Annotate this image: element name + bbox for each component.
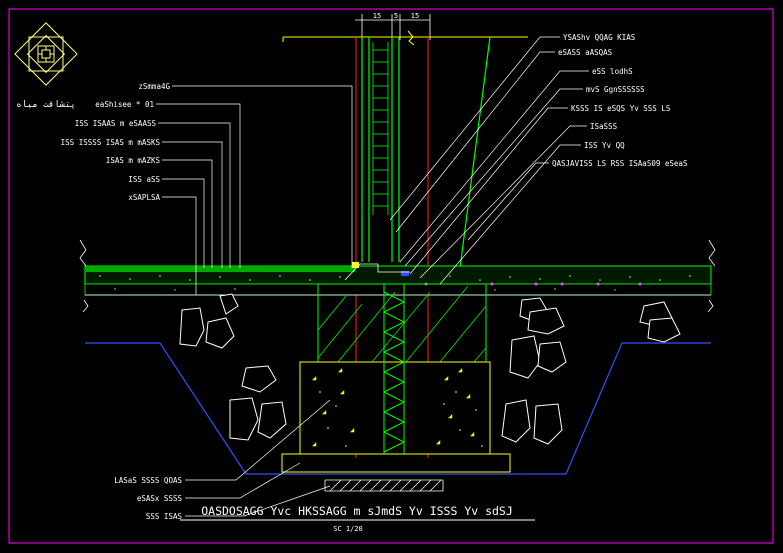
right-label-7: ISS Yv QQ [584, 141, 625, 150]
dimension-value-2: 5 [394, 12, 398, 20]
blinding-layer [281, 453, 511, 473]
footing-speckle [319, 391, 483, 447]
wall-top-break-line [283, 30, 528, 46]
slab-pink-marks [424, 282, 642, 286]
excavation-outline [85, 342, 711, 475]
svg-text:◢: ◢ [466, 392, 471, 400]
bottom-label-2: eSASx SSSS [137, 494, 183, 503]
right-label-2: eSASS aASQAS [558, 48, 613, 57]
drawing-title: OASDOSAGG Yvc HKSSAGG m sJmdS Yv ISSS Yv… [201, 504, 513, 518]
foundation-hatch [317, 285, 487, 363]
svg-text:◢: ◢ [322, 408, 327, 416]
left-label-6: ISS aSS [128, 175, 160, 184]
right-label-1: YSAShv QQAG KIAS [563, 33, 636, 42]
left-label-3: ISS ISAAS m eSAASS [75, 119, 157, 128]
waterstop-yellow [352, 262, 359, 268]
footing [299, 361, 491, 455]
bottom-leader-lines [185, 399, 331, 517]
left-label-1: zSmma4G [138, 82, 170, 91]
logo-caption: پتشاقت میاه [16, 100, 76, 110]
gravel-hatch [324, 479, 444, 492]
bottom-label-3: SSS ISAS [146, 512, 183, 521]
right-annotations: YSAShv QQAG KIAS eSASS aASQAS eSS lodhS … [552, 33, 688, 168]
left-label-2: eaShisee * 01 [95, 100, 154, 109]
stones-right [501, 297, 681, 445]
drawing-scale: SC 1/20 [333, 525, 363, 533]
left-label-7: xSAPLSA [128, 193, 160, 202]
dimension-value-3: 15 [411, 12, 419, 20]
svg-text:◢: ◢ [312, 440, 317, 448]
svg-text:◢: ◢ [436, 438, 441, 446]
slab-speckle [99, 275, 691, 291]
right-label-5: KSSS IS eSQS Yv SSS LS [571, 104, 671, 113]
svg-text:◢: ◢ [444, 374, 449, 382]
right-label-3: eSS lodhS [592, 67, 633, 76]
svg-text:◢: ◢ [458, 366, 463, 374]
svg-text:◢: ◢ [470, 430, 475, 438]
bottom-label-1: LASaS SSSS QOAS [114, 476, 182, 485]
footing-concrete-pattern: ◢ ◢ ◢ ◢ ◢ ◢ ◢ ◢ ◢ ◢ ◢ ◢ [312, 366, 475, 448]
reinforcement-cage [382, 284, 406, 454]
left-label-4: ISS ISSSS ISAS m mASKS [61, 138, 161, 147]
svg-text:◢: ◢ [340, 388, 345, 396]
stones-left [179, 293, 287, 441]
left-annotations: zSmma4G eaShisee * 01 ISS ISAAS m eSAASS… [61, 82, 171, 202]
drawing-border [8, 8, 774, 544]
right-leader-lines [389, 36, 589, 285]
right-label-6: ISaSSS [590, 122, 618, 131]
left-leader-lines [156, 85, 353, 295]
ground-slab [84, 265, 712, 296]
slab-break-marks [79, 239, 716, 313]
bottom-annotations: LASaS SSSS QOAS eSASx SSSS SSS ISAS [114, 476, 182, 521]
top-dimension-chain [355, 14, 431, 40]
left-label-5: ISAS m mAZKS [106, 156, 161, 165]
slope-line [459, 36, 491, 269]
flashing-detail [344, 263, 410, 281]
dimension-value-1: 15 [373, 12, 381, 20]
wall-section [361, 37, 400, 262]
right-label-4: mvS GgnSSSSSS [586, 85, 645, 94]
svg-text:◢: ◢ [350, 426, 355, 434]
svg-text:◢: ◢ [448, 412, 453, 420]
right-label-8: QASJAVISS LS RSS ISAaS09 eSeaS [552, 159, 688, 168]
logo-emblem [14, 22, 78, 86]
waterstop-blue [401, 271, 409, 276]
wall-brick-hatch [372, 42, 389, 215]
svg-text:◢: ◢ [312, 374, 317, 382]
svg-text:◢: ◢ [338, 366, 343, 374]
